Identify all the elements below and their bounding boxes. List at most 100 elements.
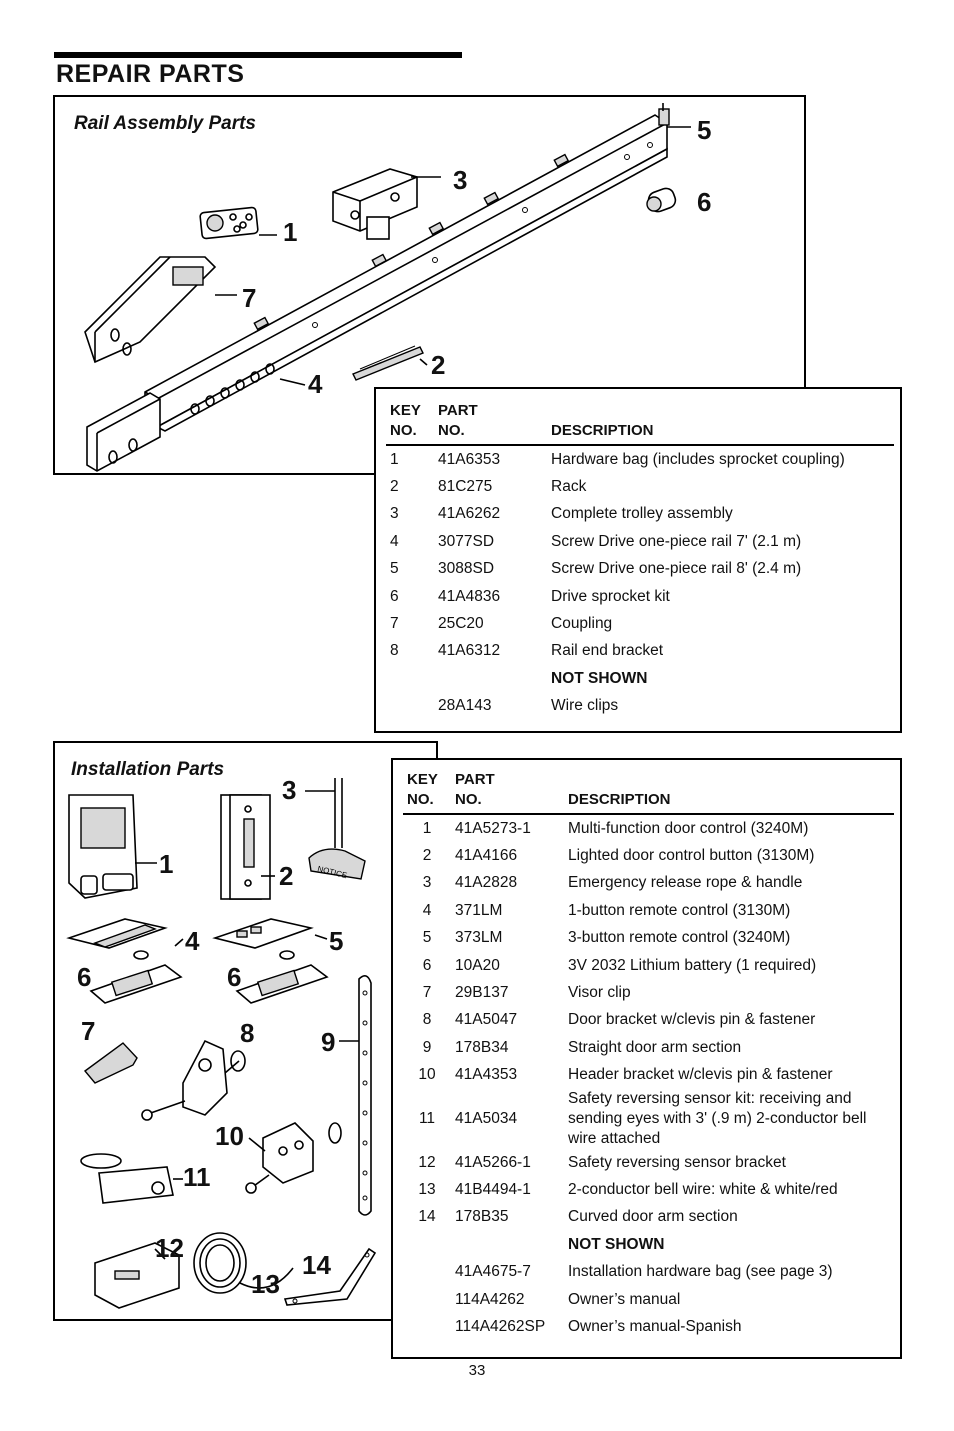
part-number-cell: 371LM [455,901,503,919]
description-header: DESCRIPTION [547,401,894,446]
rail-callout-7: 7 [242,283,257,313]
rail-callout-5: 5 [697,115,712,145]
rail-assembly-panel: Rail Assembly Parts [53,95,806,475]
description-cell: Emergency release rope & handle [568,874,803,892]
key-cell: 10 [418,1066,436,1084]
description-cell: Screw Drive one-piece rail 8' (2.4 m) [551,560,802,578]
part-number-cell: 29B137 [455,984,509,1002]
header-bracket-drawing [245,1122,342,1194]
installation-illustration: NOTICE [66,778,377,1309]
key-cell [403,1313,451,1340]
key-cell: 3 [390,505,399,523]
door-control-drawing [68,794,138,899]
part-number-cell: 25C20 [438,615,484,633]
not-shown-row: NOT SHOWN [386,665,894,692]
description-cell: Door bracket w/clevis pin & fastener [568,1011,816,1029]
table-row: 4 3077SD Screw Drive one-piece rail 7' (2.… [386,528,894,555]
description-cell: Owner’s manual-Spanish [568,1317,742,1335]
description-cell: Screw Drive one-piece rail 7' (2.1 m) [551,532,802,550]
description-cell: Safety reversing sensor bracket [568,1153,786,1171]
lighted-button-drawing [220,794,271,900]
part-number-cell: 28A143 [438,697,492,715]
description-cell: Visor clip [568,984,631,1002]
install-callout-1: 1 [159,849,174,879]
install-callout-11: 11 [183,1162,211,1192]
part-number-cell: 41A6312 [438,642,501,660]
empty-cell [434,665,547,692]
description-cell: Multi-function door control (3240M) [568,819,809,837]
install-callout-12: 12 [155,1233,184,1263]
description-cell: Coupling [551,615,613,633]
bracket-drawing [84,256,217,364]
title-rule [54,52,462,58]
empty-cell [403,1231,451,1258]
page-title: REPAIR PARTS [56,60,245,88]
rail-assembly-illustration [84,103,691,472]
part-number-cell: 41A6353 [438,450,501,468]
part-number-cell: 3077SD [438,532,495,550]
key-cell: 12 [418,1153,436,1171]
part-number-cell: 41A4166 [455,847,518,865]
part-number-cell: 41A4675-7 [455,1263,531,1281]
description-header: DESCRIPTION [564,770,894,815]
hardware-bag-drawing [199,206,259,240]
door-bracket-drawing [141,1039,246,1121]
description-cell: Installation hardware bag (see page 3) [568,1263,833,1281]
visor-clip-drawing [83,1042,138,1084]
key-cell: 5 [390,560,399,578]
part-number-cell: 41B4494-1 [455,1180,531,1198]
rail-drawing [86,103,670,472]
safety-sensor-drawing [80,1153,174,1204]
key-cell: 4 [390,532,399,550]
part-number-cell: 41A4836 [438,587,501,605]
install-callout-7: 7 [81,1016,96,1046]
part-number-cell: 41A6262 [438,505,501,523]
rail-callout-1: 1 [283,217,298,247]
key-cell: 6 [390,587,399,605]
key-cell [386,693,434,720]
install-callout-13: 13 [251,1269,280,1299]
description-cell: Rail end bracket [551,642,664,660]
release-rope-drawing: NOTICE [308,778,366,880]
table-row: 41A4675-7 Installation hardware bag (see … [403,1258,894,1285]
description-cell: Curved door arm section [568,1208,738,1226]
key-cell: 9 [422,1038,432,1056]
description-cell: 3-button remote control (3240M) [568,929,791,947]
remote-1button-drawing [66,918,183,1004]
key-cell: 1 [390,450,399,468]
rail-callout-2: 2 [431,350,446,380]
part-number-cell: 10A20 [455,956,500,974]
remote-3button-drawing [212,918,329,1004]
key-cell [403,1286,451,1313]
part-number-cell: 373LM [455,929,503,947]
straight-arm-drawing [358,975,372,1216]
description-cell: Complete trolley assembly [551,505,733,523]
not-shown-row: NOT SHOWN [403,1231,894,1258]
rail-assembly-label: Rail Assembly Parts [74,113,256,134]
part-number-cell: 114A4262 [455,1290,525,1308]
key-cell: 2 [390,478,399,496]
description-cell: 3V 2032 Lithium battery (1 required) [568,956,817,974]
empty-cell [451,1231,564,1258]
part-number-cell: 41A5034 [455,1109,518,1127]
